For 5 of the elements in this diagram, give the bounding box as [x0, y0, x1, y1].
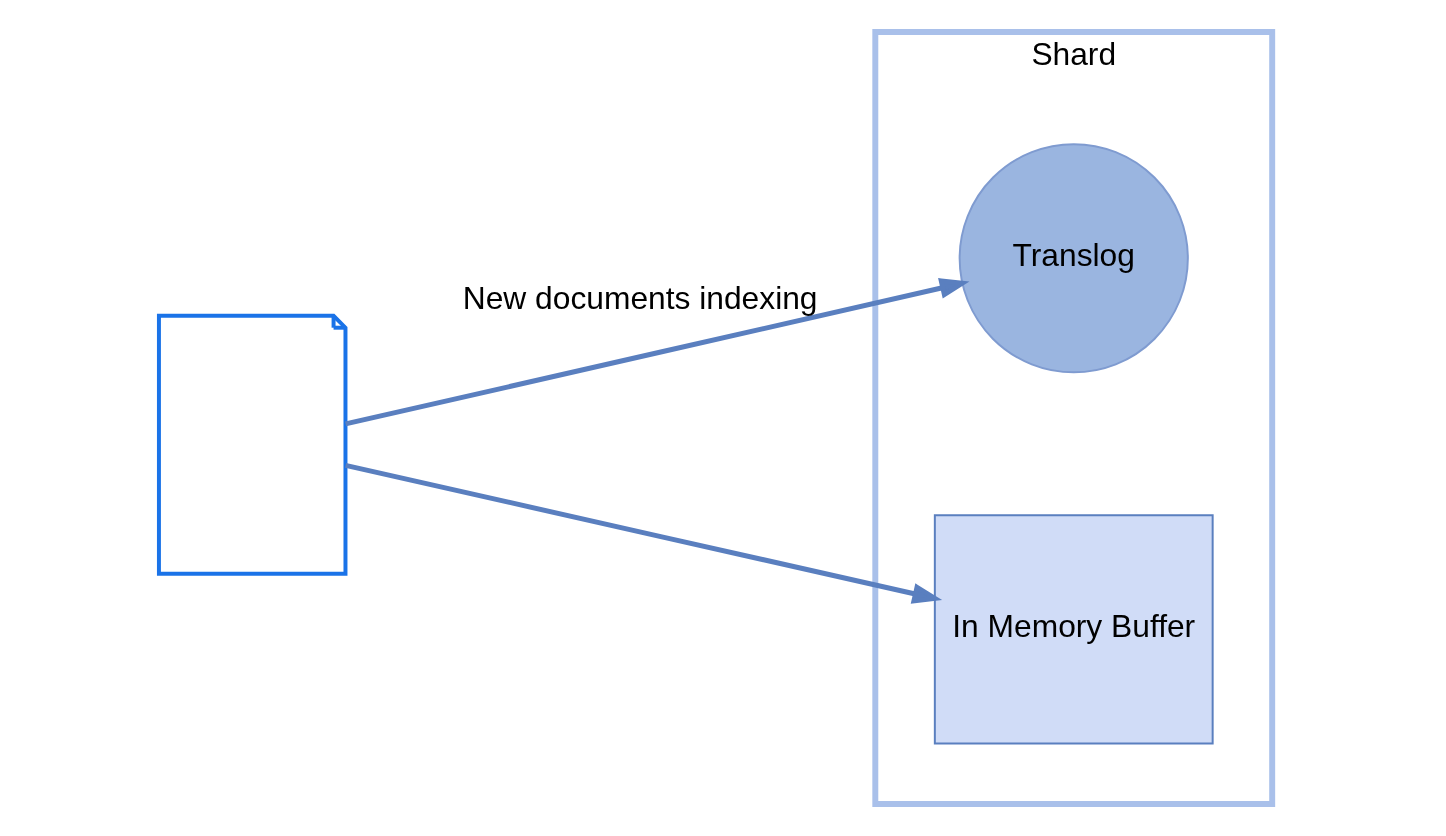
arrow: [344, 463, 942, 604]
node-circle: Translog: [958, 143, 1189, 374]
node-box: In Memory Buffer: [933, 514, 1214, 745]
arrow: [344, 278, 969, 427]
edge-label: New documents indexing: [462, 280, 818, 317]
